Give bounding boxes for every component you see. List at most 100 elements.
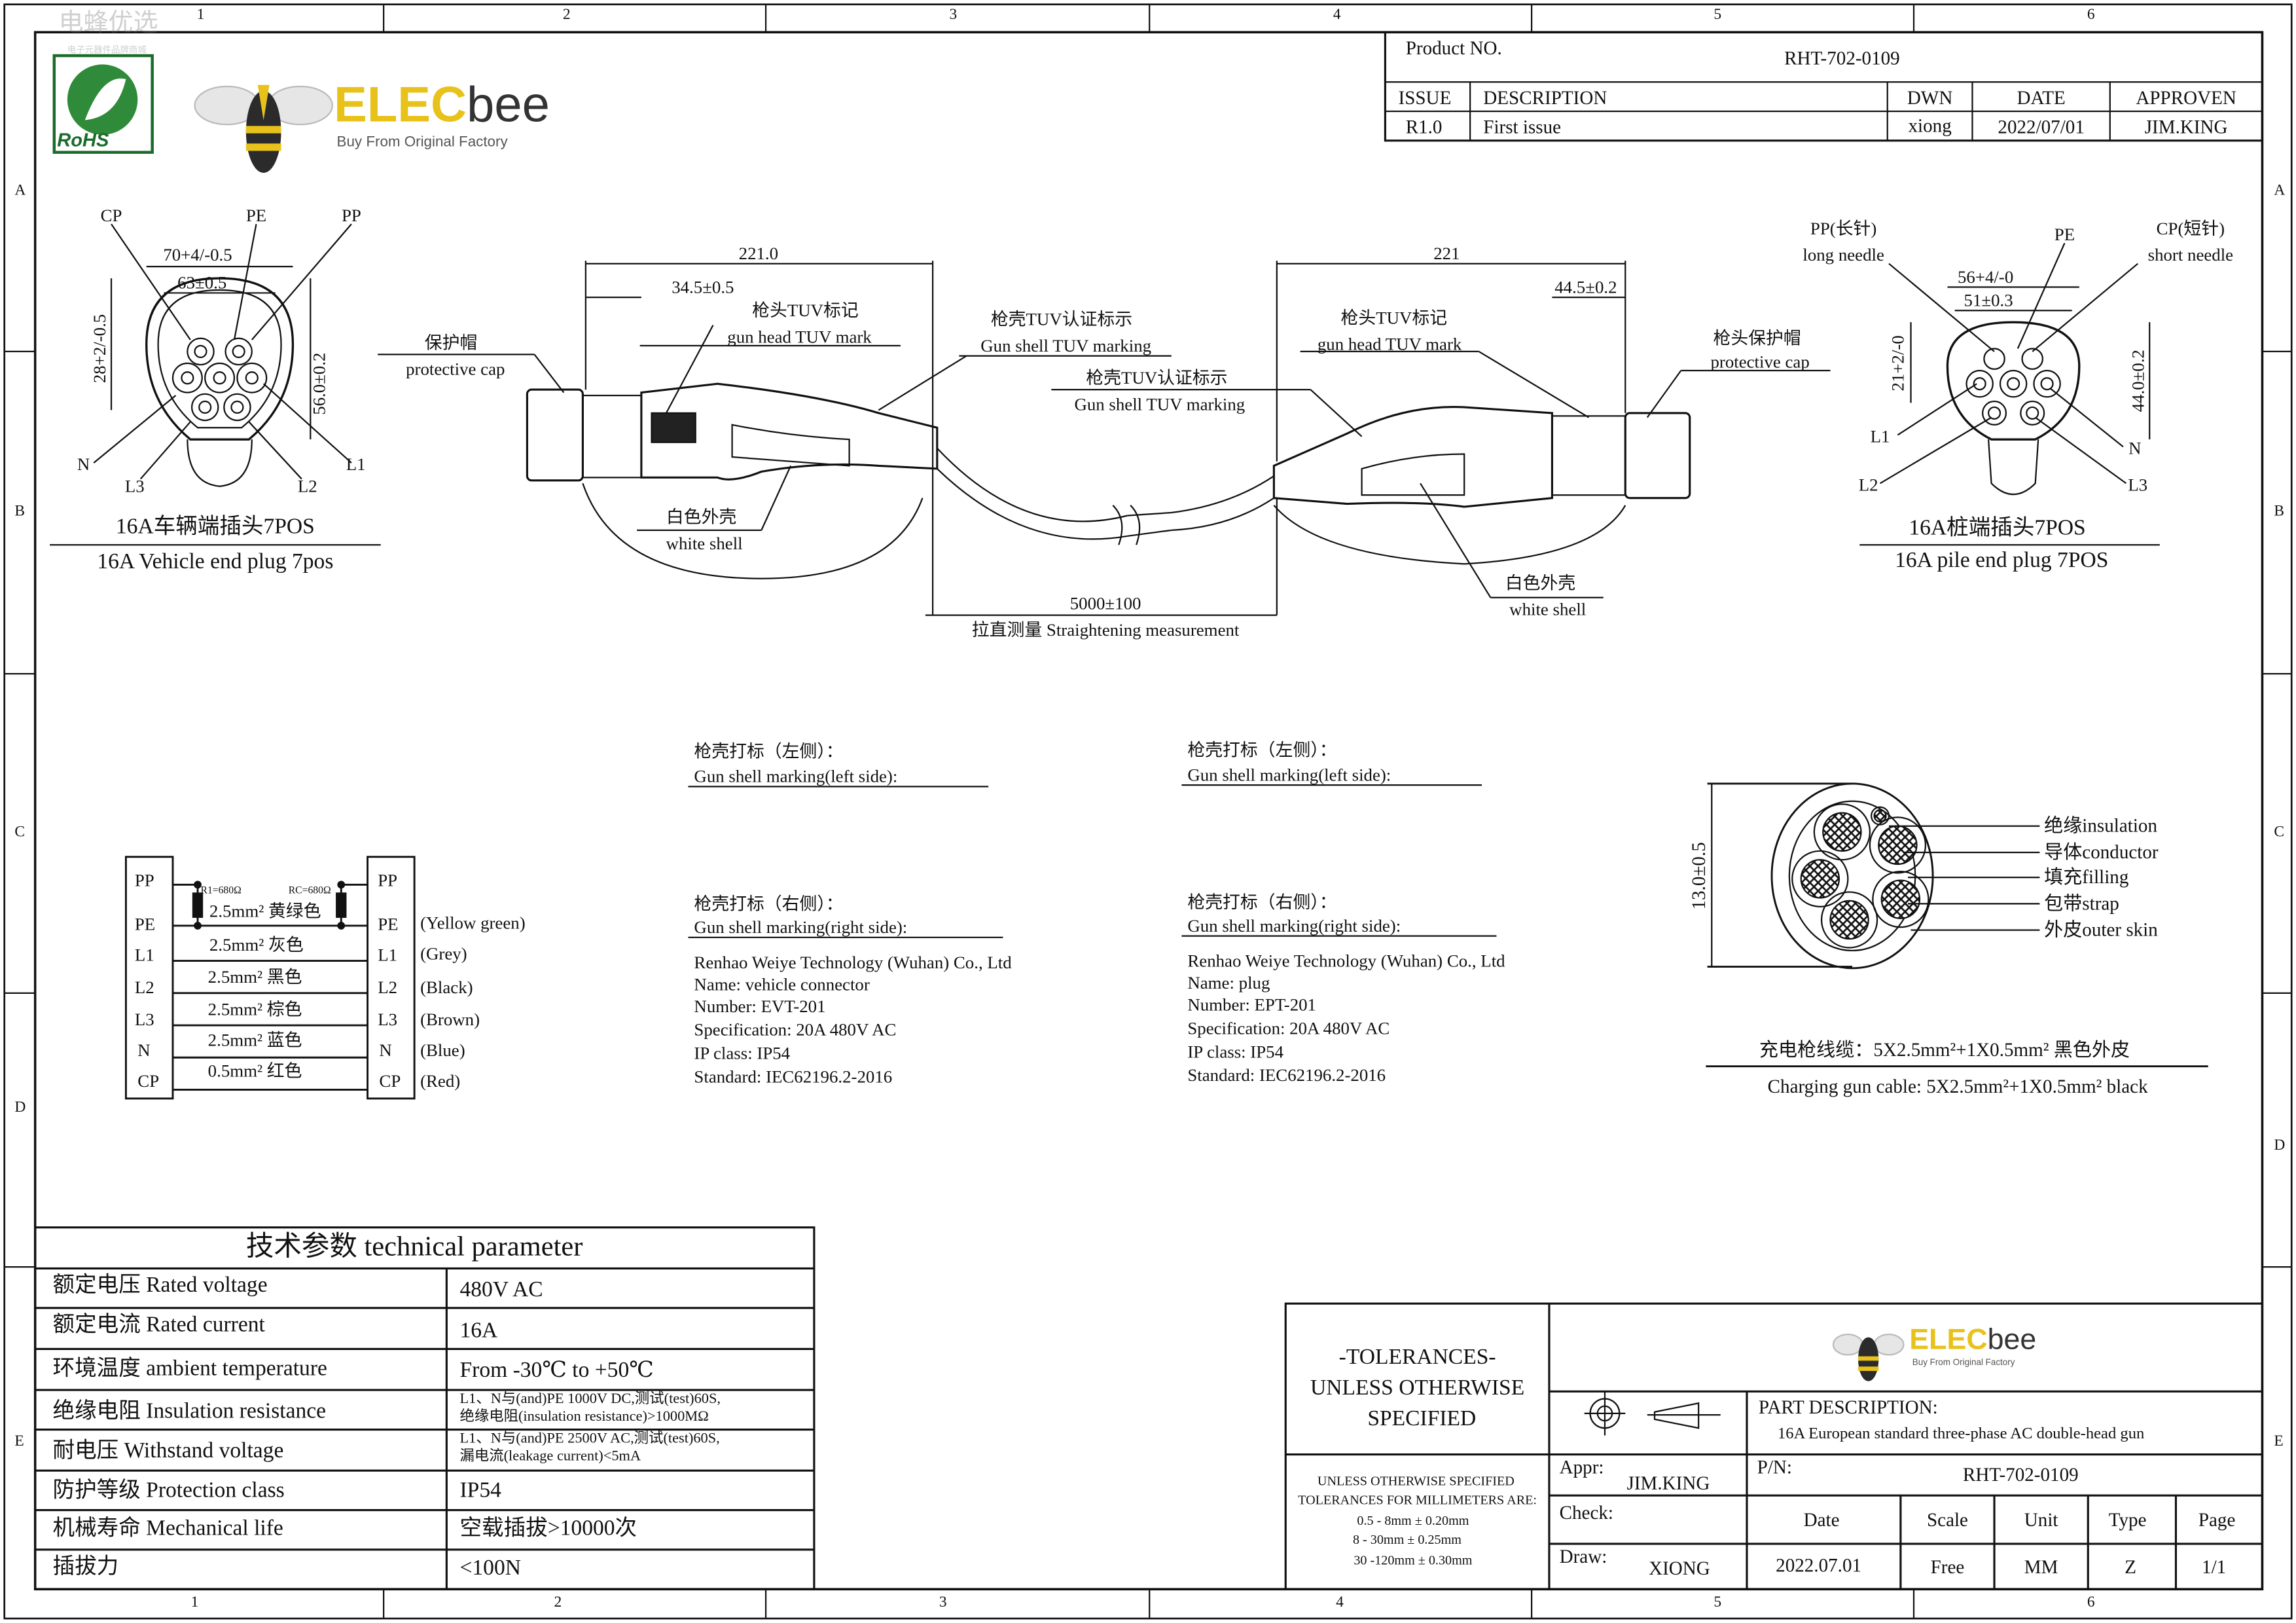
marking-line: Renhao Weiye Technology (Wuhan) Co., Ltd — [1187, 950, 1505, 972]
pin-left: PE — [134, 914, 156, 935]
marking-heading: 枪壳打标（左侧）： — [1187, 739, 1337, 761]
rohs-logo: RoHS — [57, 128, 109, 151]
wire-size: 2.5mm² — [207, 998, 263, 1020]
param-name: 耐电压 Withstand voltage — [52, 1440, 284, 1463]
param-value: L1、N与(and)PE 2500V AC,测试(test)60S, — [459, 1431, 720, 1448]
cable-caption-cn: 充电枪线缆：5X2.5mm²+1X0.5mm² 黑色外皮 — [1759, 1038, 2130, 1061]
pin-note: short needle — [2147, 244, 2234, 265]
layer-label: 导体conductor — [2044, 841, 2159, 863]
wire-color-en: (Red) — [420, 1070, 461, 1091]
grid-row: A — [2274, 183, 2286, 200]
pin-label: L1 — [1870, 426, 1890, 447]
param-name: 插拔力 — [52, 1555, 119, 1579]
logo-tagline: Buy From Original Factory — [336, 134, 508, 151]
title-block-logo: ELECbee — [1909, 1326, 2036, 1355]
pile-plug-title-cn: 16A桩端插头7POS — [1909, 517, 2086, 541]
pin-label: CP(短针) — [2156, 218, 2225, 239]
callout: 枪壳TUV认证标示 — [1086, 367, 1228, 388]
callout: Gun shell TUV marking — [980, 335, 1152, 356]
elecbee-logo: ELECbee — [334, 81, 550, 130]
param-name: 绝缘电阻 Insulation resistance — [52, 1400, 327, 1424]
dimension: 44.0±0.2 — [2127, 350, 2148, 412]
pin-label: L3 — [124, 476, 145, 497]
pin-left: L2 — [134, 977, 154, 998]
pin-label: CP — [100, 205, 122, 226]
wire-size: 0.5mm² — [207, 1060, 263, 1082]
pin-left: L1 — [134, 944, 154, 966]
dimension: 5000±100 — [1069, 593, 1141, 614]
pin-right: N — [379, 1040, 392, 1061]
dimension: 44.5±0.2 — [1554, 276, 1617, 298]
wire-color: 黄绿色 — [268, 900, 321, 922]
grid-row: A — [14, 183, 26, 200]
logo-tagline: Buy From Original Factory — [1912, 1359, 2015, 1368]
col-date: DATE — [2017, 86, 2066, 109]
pin-label: PP — [341, 205, 361, 226]
pin-label: PE — [245, 205, 267, 226]
pin-label: PE — [2054, 224, 2075, 245]
dimension: 70+4/-0.5 — [163, 244, 232, 265]
marking-heading: Gun shell marking(left side): — [1187, 764, 1391, 786]
grid-col: 5 — [1713, 7, 1722, 24]
dimension: 221 — [1433, 243, 1460, 264]
wire-color-en: (Yellow green) — [420, 912, 526, 934]
param-value: 绝缘电阻(insulation resistance)>1000MΩ — [459, 1409, 709, 1425]
wire-spec: 2.5mm² 灰色 — [209, 936, 304, 954]
product-no-label: Product NO. — [1405, 36, 1502, 59]
pin-label: L2 — [297, 476, 317, 497]
grid-row: E — [14, 1434, 24, 1450]
grid-col: 2 — [562, 7, 571, 24]
wire-color: 黑色 — [266, 966, 302, 987]
draw-label: Draw: — [1559, 1545, 1607, 1567]
layer-label: 包带strap — [2044, 892, 2119, 915]
grid-row: E — [2274, 1434, 2284, 1450]
scale-value: Free — [1930, 1555, 1965, 1578]
appr-label: Appr: — [1559, 1455, 1604, 1478]
wire-size: 2.5mm² — [209, 900, 264, 922]
marking-heading: Gun shell marking(right side): — [1187, 915, 1401, 936]
description-value: First issue — [1483, 115, 1562, 138]
callout: white shell — [1509, 599, 1587, 620]
date-value: 2022/07/01 — [1998, 115, 2085, 138]
pin-right: L1 — [378, 944, 398, 966]
appr-value: JIM.KING — [1626, 1472, 1710, 1494]
grid-col: 1 — [196, 7, 205, 24]
marking-line: Name: plug — [1187, 972, 1270, 993]
pin-right: L3 — [378, 1009, 398, 1030]
marking-heading: 枪壳打标（右侧）： — [694, 893, 844, 915]
marking-line: Name: vehicle connector — [694, 974, 870, 995]
watermark-subtitle: 电子元器件品牌商城 — [67, 45, 147, 56]
param-name: 额定电压 Rated voltage — [52, 1274, 268, 1298]
pin-note: long needle — [1803, 244, 1884, 265]
table-title: 技术参数 technical parameter — [245, 1231, 583, 1263]
marking-heading: Gun shell marking(right side): — [694, 917, 908, 938]
wire-color-en: (Brown) — [420, 1009, 480, 1030]
dimension: 28+2/-0.5 — [89, 314, 110, 384]
tolerance-line: 0.5 - 8mm ± 0.20mm — [1357, 1513, 1469, 1528]
callout: 枪头保护帽 — [1713, 328, 1801, 349]
dimension-note: 拉直测量 Straightening measurement — [971, 619, 1240, 640]
grid-col: 5 — [1713, 1595, 1722, 1611]
dimension: 56.0±0.2 — [309, 352, 330, 415]
type-value: Z — [2125, 1555, 2137, 1578]
grid-row: C — [2274, 824, 2285, 841]
marking-line: Standard: IEC62196.2-2016 — [694, 1066, 893, 1087]
callout: Gun shell TUV marking — [1074, 393, 1246, 415]
pin-right: CP — [379, 1070, 401, 1091]
callout: 枪头TUV标记 — [752, 300, 859, 321]
brand-part1: ELEC — [1909, 1324, 1988, 1357]
marking-line: Renhao Weiye Technology (Wuhan) Co., Ltd — [694, 952, 1012, 973]
tolerance-line: 30 -120mm ± 0.30mm — [1354, 1552, 1473, 1567]
callout: white shell — [666, 533, 743, 554]
pin-right: PE — [378, 914, 399, 935]
pile-plug-title-en: 16A pile end plug 7POS — [1895, 549, 2109, 573]
grid-col: 4 — [1336, 1595, 1344, 1611]
wire-spec: 2.5mm² 黄绿色 — [209, 902, 321, 920]
pin-right: PP — [378, 869, 398, 891]
grid-row: B — [14, 503, 26, 520]
watermark-title: 电蜂优选 — [58, 9, 158, 39]
check-label: Check: — [1559, 1501, 1614, 1523]
param-name: 机械寿命 Mechanical life — [52, 1517, 283, 1541]
dimension: 21+2/-0 — [1887, 335, 1909, 392]
pin-label: L3 — [2128, 474, 2148, 496]
